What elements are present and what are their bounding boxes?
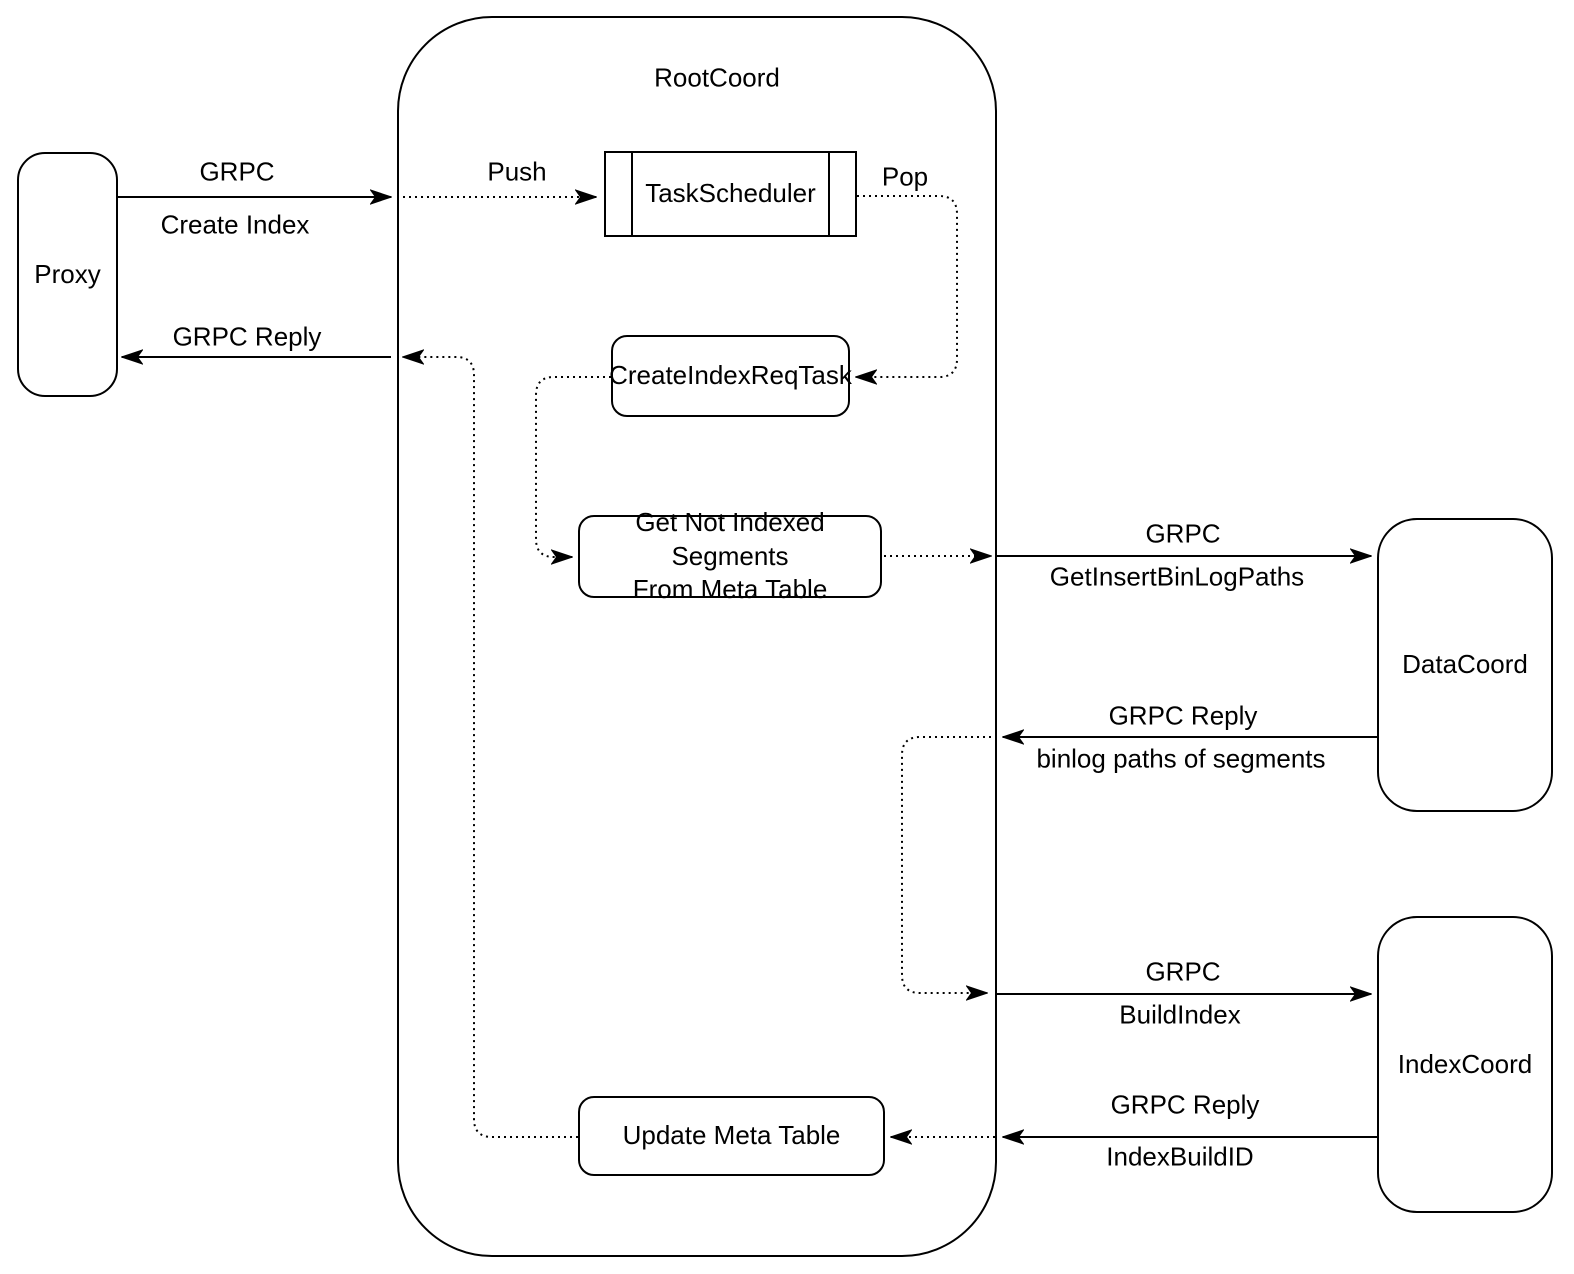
label-grpc-datacoord-2: GetInsertBinLogPaths xyxy=(1049,561,1305,592)
label-grpc-datacoord-1: GRPC xyxy=(1145,518,1221,549)
rootcoord-container xyxy=(397,16,997,1257)
label-grpc-reply-binlog-1: GRPC Reply xyxy=(1108,700,1258,731)
label-grpc-reply-binlog-2: binlog paths of segments xyxy=(1036,743,1326,774)
edge-updatemeta-to-reply xyxy=(403,357,578,1138)
node-proxy: Proxy xyxy=(17,152,118,397)
node-data-coord-label: DataCoord xyxy=(1402,649,1528,680)
node-get-not-indexed-segments: Get Not Indexed Segments From Meta Table xyxy=(578,507,882,604)
label-pop: Pop xyxy=(881,161,929,192)
label-grpc-reply-indexbuildid-1: GRPC Reply xyxy=(1110,1089,1260,1120)
edge-pop xyxy=(856,195,958,377)
label-grpc-buildindex-2: BuildIndex xyxy=(1119,999,1241,1030)
node-task-scheduler-label: TaskScheduler xyxy=(645,178,816,209)
node-create-index-req-task: CreateIndexReqTask xyxy=(609,335,852,417)
node-update-meta-table: Update Meta Table xyxy=(578,1096,885,1176)
label-grpc-reply-indexbuildid-2: IndexBuildID xyxy=(1106,1141,1254,1172)
node-get-not-indexed-line2: From Meta Table xyxy=(632,574,828,605)
node-update-meta-table-label: Update Meta Table xyxy=(622,1120,841,1151)
node-get-not-indexed-line1: Get Not Indexed Segments xyxy=(635,506,825,571)
label-push: Push xyxy=(487,156,547,187)
rootcoord-title: RootCoord xyxy=(654,62,780,93)
label-grpc-create-index-2: Create Index xyxy=(160,209,310,240)
node-data-coord: DataCoord xyxy=(1377,518,1553,812)
label-grpc-create-index-1: GRPC xyxy=(199,156,275,187)
node-proxy-label: Proxy xyxy=(34,258,101,289)
task-scheduler-right-bar xyxy=(828,151,830,237)
edge-reply-to-buildindex xyxy=(901,736,997,993)
node-index-coord-label: IndexCoord xyxy=(1397,1048,1533,1079)
node-task-scheduler: TaskScheduler xyxy=(604,151,857,237)
label-grpc-buildindex-1: GRPC xyxy=(1145,956,1221,987)
label-grpc-reply-proxy: GRPC Reply xyxy=(172,321,322,352)
task-scheduler-left-bar xyxy=(631,151,633,237)
node-create-index-req-task-label: CreateIndexReqTask xyxy=(609,360,852,391)
node-index-coord: IndexCoord xyxy=(1377,916,1553,1213)
